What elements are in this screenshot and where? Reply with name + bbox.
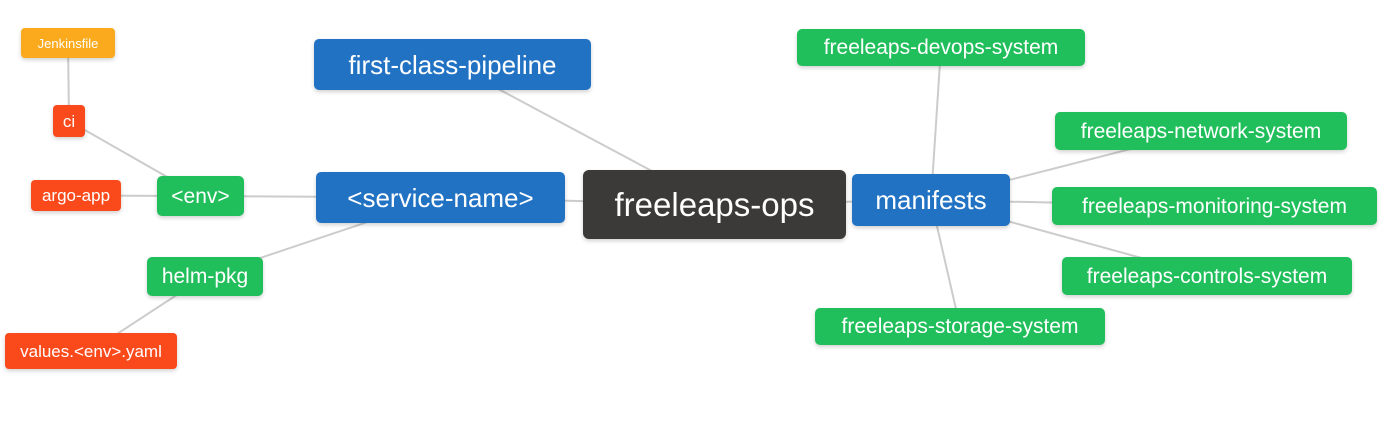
- node-freeleaps-ops-root[interactable]: freeleaps-ops: [583, 170, 846, 239]
- node-argo-app[interactable]: argo-app: [31, 180, 121, 211]
- node-first-class-pipeline[interactable]: first-class-pipeline: [314, 39, 591, 90]
- node-manifests[interactable]: manifests: [852, 174, 1010, 226]
- node-jenkinsfile[interactable]: Jenkinsfile: [21, 28, 115, 58]
- node-values-env-yaml[interactable]: values.<env>.yaml: [5, 333, 177, 369]
- node-freeleaps-controls-system[interactable]: freeleaps-controls-system: [1062, 257, 1352, 295]
- node-freeleaps-monitoring-system[interactable]: freeleaps-monitoring-system: [1052, 187, 1377, 225]
- node-env[interactable]: <env>: [157, 176, 244, 216]
- node-helm-pkg[interactable]: helm-pkg: [147, 257, 263, 296]
- node-ci[interactable]: ci: [53, 105, 85, 137]
- node-freeleaps-network-system[interactable]: freeleaps-network-system: [1055, 112, 1347, 150]
- node-service-name[interactable]: <service-name>: [316, 172, 565, 223]
- node-freeleaps-devops-system[interactable]: freeleaps-devops-system: [797, 29, 1085, 66]
- node-freeleaps-storage-system[interactable]: freeleaps-storage-system: [815, 308, 1105, 345]
